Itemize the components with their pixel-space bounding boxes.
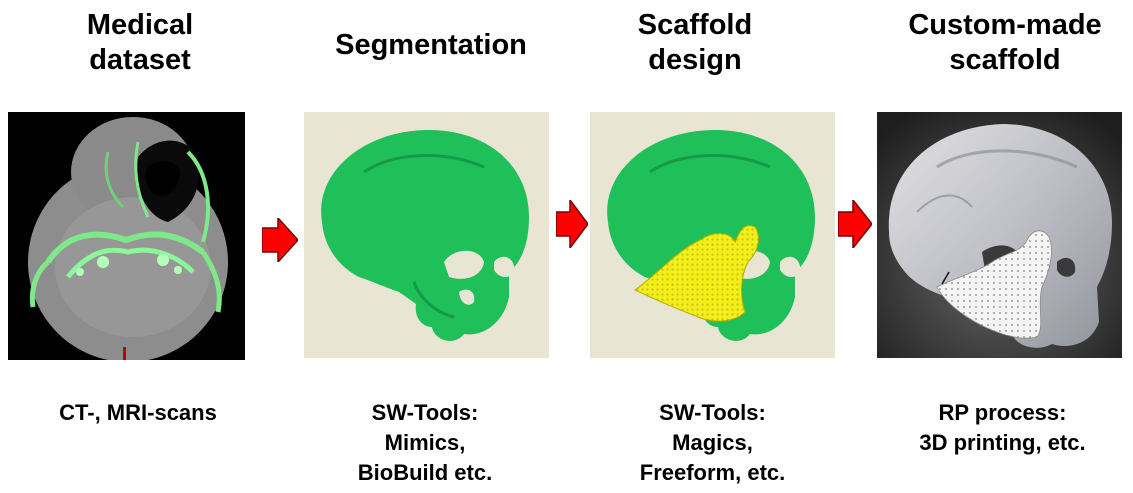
stage-caption-custom-made-scaffold: RP process: 3D printing, etc.	[880, 398, 1125, 458]
stage-caption-medical-dataset: CT-, MRI-scans	[8, 398, 268, 428]
segmentation-skull-image	[304, 112, 549, 358]
stage-title-segmentation: Segmentation	[296, 28, 566, 63]
scaffold-design-image	[590, 112, 835, 358]
stage-caption-scaffold-design: SW-Tools: Magics, Freeform, etc.	[590, 398, 835, 488]
stage-caption-segmentation: SW-Tools: Mimics, BioBuild etc.	[300, 398, 550, 488]
stage-title-scaffold-design: Scaffold design	[590, 8, 800, 78]
printed-scaffold-photo	[877, 112, 1122, 358]
right-arrow-icon	[262, 218, 298, 267]
right-arrow-icon	[556, 200, 588, 253]
ct-scan-image	[8, 112, 245, 360]
right-arrow-icon	[838, 200, 872, 253]
stage-title-custom-made-scaffold: Custom-made scaffold	[880, 8, 1130, 78]
stage-title-medical-dataset: Medical dataset	[40, 8, 240, 78]
